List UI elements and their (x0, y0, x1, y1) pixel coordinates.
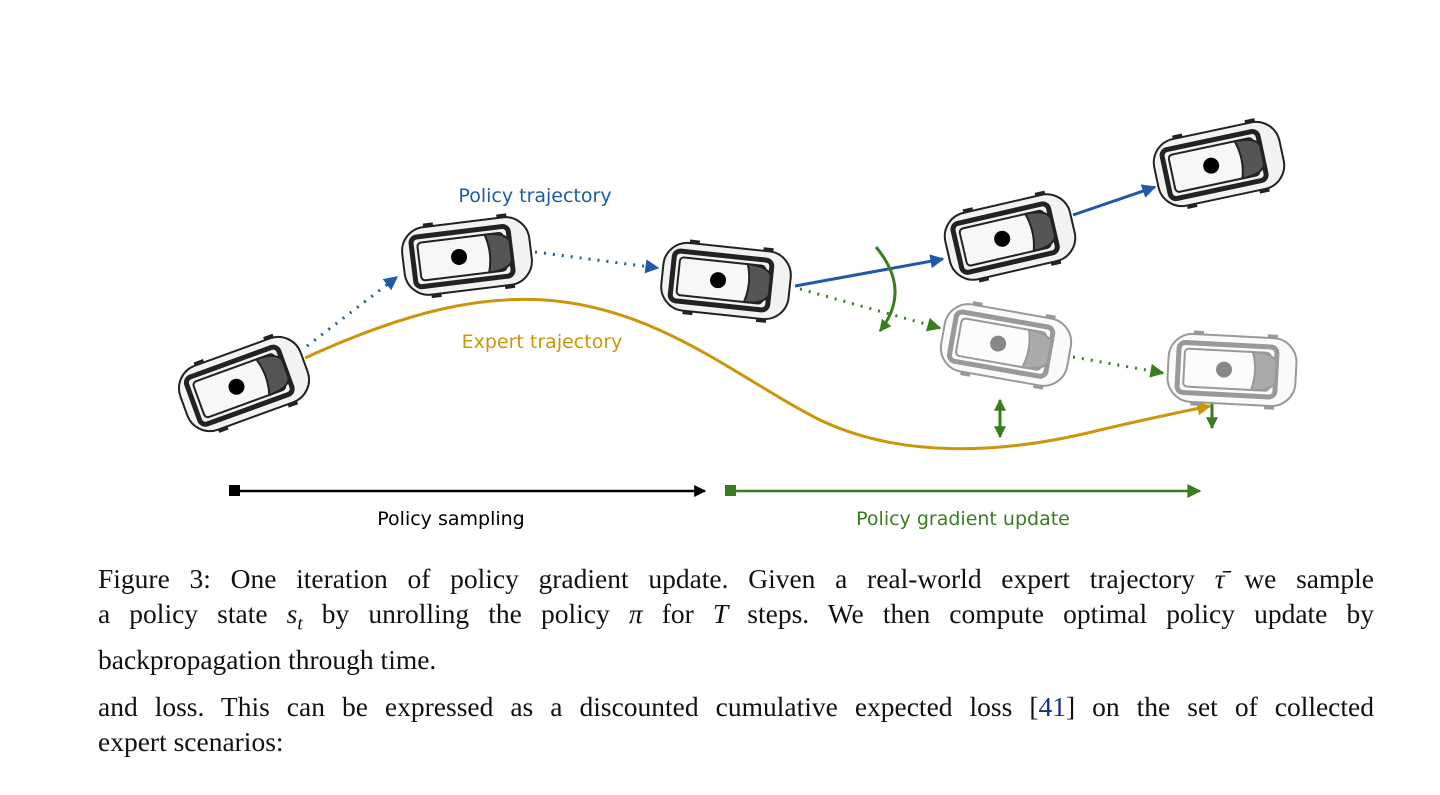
figure-caption: Figure 3: One iteration of policy gradie… (98, 561, 1374, 677)
caption-line-2: a policy state st by unrolling the polic… (98, 598, 1374, 635)
citation-link[interactable]: 41 (1038, 691, 1067, 722)
policy-gradient-figure: Policy trajectory Expert trajectory Poli… (0, 0, 1440, 530)
body-paragraph: and loss. This can be expressed as a dis… (98, 689, 1374, 759)
pi-symbol: π (628, 598, 643, 629)
T-symbol: T (712, 598, 729, 629)
car-policy-4 (1149, 115, 1289, 212)
gradient-dotted-arrow-1 (799, 287, 942, 332)
policy-solid-arrow-2 (1072, 184, 1157, 217)
tau-bar-symbol: τ̄ (1214, 563, 1225, 594)
body-line-1: and loss. This can be expressed as a dis… (98, 691, 1374, 722)
expert-trajectory-curve (304, 297, 1212, 451)
gradient-dotted-arrow-2 (1072, 355, 1165, 378)
t-subscript: t (297, 613, 303, 635)
policy-trajectory-label: Policy trajectory (458, 185, 611, 207)
car-policy-2 (659, 239, 794, 324)
policy-dotted-arrow-1 (306, 275, 399, 348)
body-line-2: expert scenarios: (98, 726, 284, 757)
sampling-start-marker (229, 485, 240, 496)
policy-solid-arrow-1 (794, 254, 945, 288)
gradient-start-marker (725, 485, 736, 496)
car-start (172, 328, 317, 439)
gradient-rotation-arrow (874, 246, 897, 332)
policy-gradient-update-label: Policy gradient update (856, 508, 1070, 530)
car-ghost-2 (1166, 331, 1298, 410)
expert-trajectory-label: Expert trajectory (462, 331, 623, 353)
caption-line-3: backpropagation through time. (98, 643, 437, 675)
car-policy-1 (399, 212, 535, 299)
caption-line-1: Figure 3: One iteration of policy gradie… (98, 563, 1374, 594)
policy-sampling-label: Policy sampling (377, 508, 524, 530)
policy-dotted-arrow-2 (534, 250, 660, 274)
s-symbol: s (286, 598, 298, 629)
car-policy-3 (940, 188, 1081, 287)
car-ghost-1 (937, 298, 1076, 391)
